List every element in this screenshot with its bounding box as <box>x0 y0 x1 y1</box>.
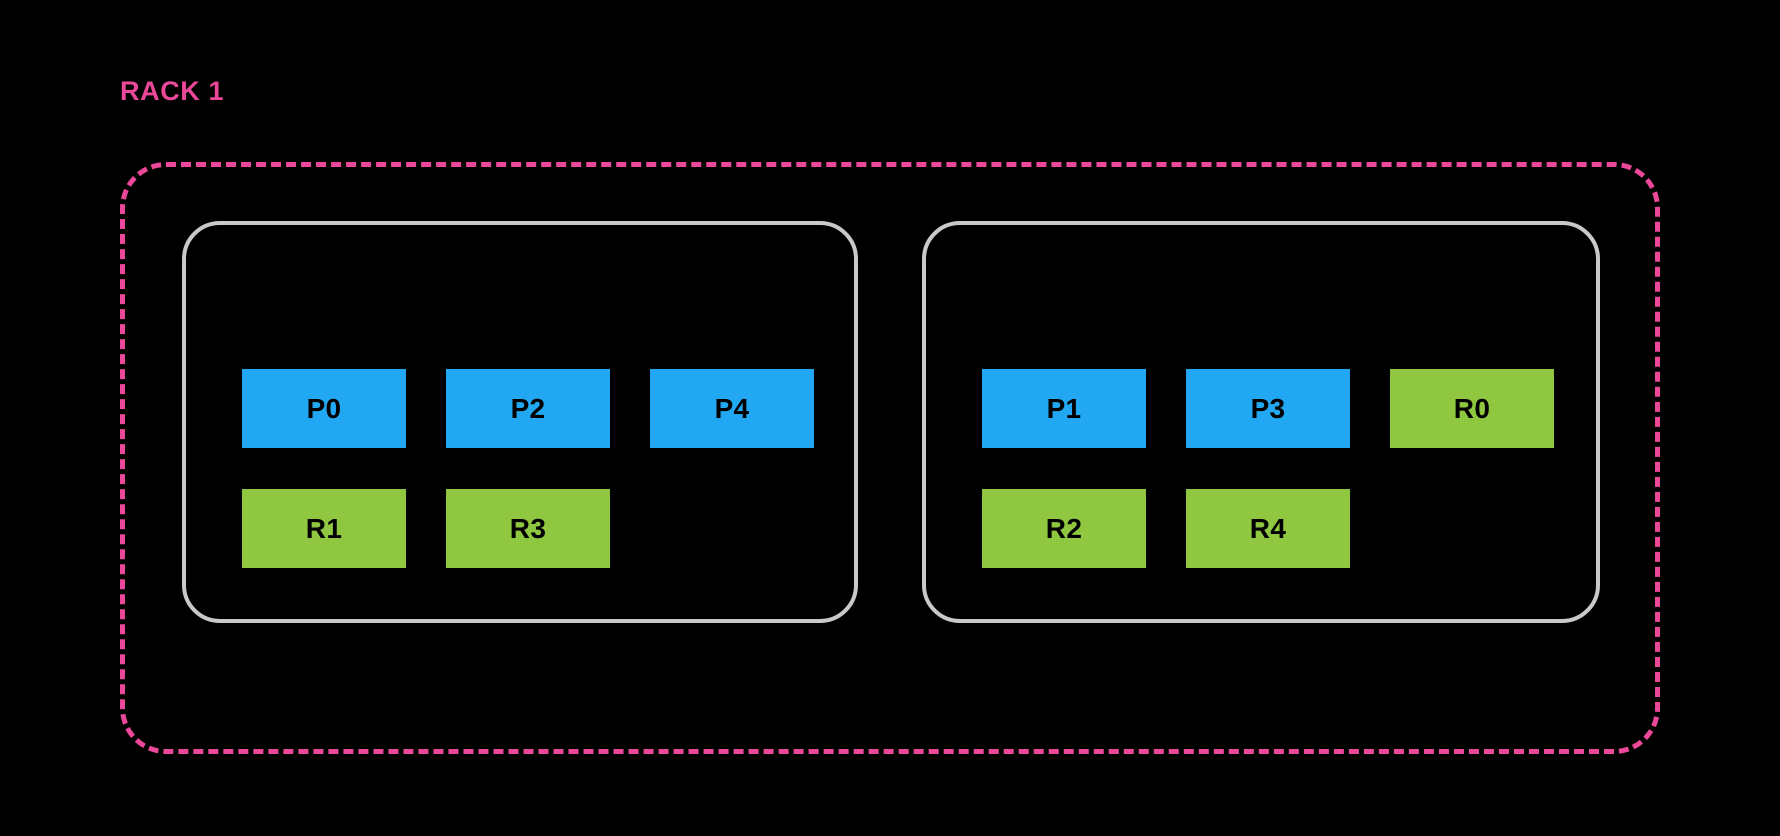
node-left-row-primary: P0 P2 P4 <box>242 369 834 448</box>
node-right-row-primary: P1 P3 R0 <box>982 369 1576 448</box>
shard-p2[interactable]: P2 <box>446 369 610 448</box>
shard-p3[interactable]: P3 <box>1186 369 1350 448</box>
shard-r2[interactable]: R2 <box>982 489 1146 568</box>
node-right: P1 P3 R0 R2 R4 <box>922 221 1600 623</box>
shard-p4[interactable]: P4 <box>650 369 814 448</box>
shard-r4[interactable]: R4 <box>1186 489 1350 568</box>
shard-slot-empty <box>650 489 814 568</box>
node-left-shards: P0 P2 P4 R1 R3 <box>242 369 834 599</box>
shard-r1[interactable]: R1 <box>242 489 406 568</box>
node-left-row-replica: R1 R3 <box>242 489 834 568</box>
shard-p1[interactable]: P1 <box>982 369 1146 448</box>
node-left: P0 P2 P4 R1 R3 <box>182 221 858 623</box>
rack-boundary <box>120 162 1660 754</box>
shard-p0[interactable]: P0 <box>242 369 406 448</box>
rack-label: RACK 1 <box>120 76 225 106</box>
shard-r3[interactable]: R3 <box>446 489 610 568</box>
shard-r0[interactable]: R0 <box>1390 369 1554 448</box>
node-right-shards: P1 P3 R0 R2 R4 <box>982 369 1576 599</box>
shard-slot-empty <box>1390 489 1554 568</box>
node-right-row-replica: R2 R4 <box>982 489 1576 568</box>
